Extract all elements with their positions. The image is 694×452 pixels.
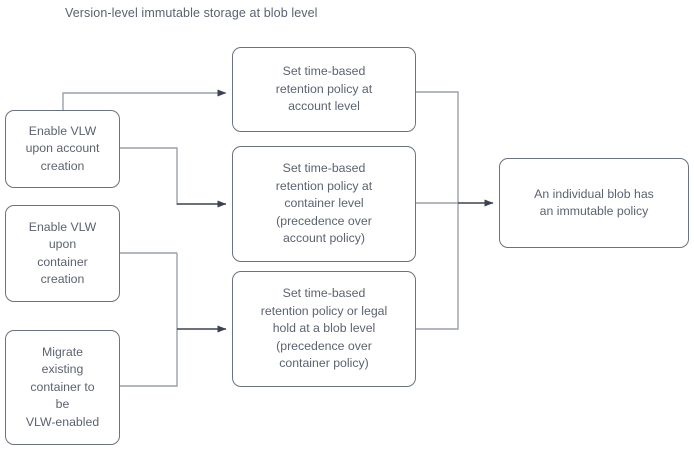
node-retention-container-level[interactable]: Set time-based retention policy at conta…: [232, 146, 416, 262]
node-immutable-blob-result[interactable]: An individual blob has an immutable poli…: [499, 158, 689, 248]
edge-blob-policy-to-result: [416, 203, 459, 330]
node-enable-vlw-account[interactable]: Enable VLW upon account creation: [5, 110, 120, 188]
node-label: Set time-based retention policy at accou…: [275, 64, 373, 114]
node-label: Set time-based retention policy or legal…: [260, 286, 388, 371]
edge-account-policy-to-result: [416, 91, 459, 203]
node-label: Enable VLW upon container creation: [28, 219, 97, 287]
node-retention-account-level[interactable]: Set time-based retention policy at accou…: [232, 47, 416, 132]
node-label: Set time-based retention policy at conta…: [275, 161, 373, 246]
node-label: An individual blob has an immutable poli…: [534, 186, 654, 219]
node-migrate-existing-container[interactable]: Migrate existing container to be VLW-ena…: [5, 330, 120, 445]
edge-account-to-container-policy: [120, 147, 178, 205]
edge-migrate-to-blob-policy: [120, 329, 178, 387]
node-enable-vlw-container[interactable]: Enable VLW upon container creation: [5, 205, 120, 302]
node-label: Enable VLW upon account creation: [25, 123, 100, 173]
diagram-title: Version-level immutable storage at blob …: [65, 6, 318, 20]
node-retention-blob-level[interactable]: Set time-based retention policy or legal…: [232, 271, 416, 387]
node-label: Migrate existing container to be VLW-ena…: [25, 344, 100, 429]
edge-account-to-account-policy: [62, 89, 227, 110]
